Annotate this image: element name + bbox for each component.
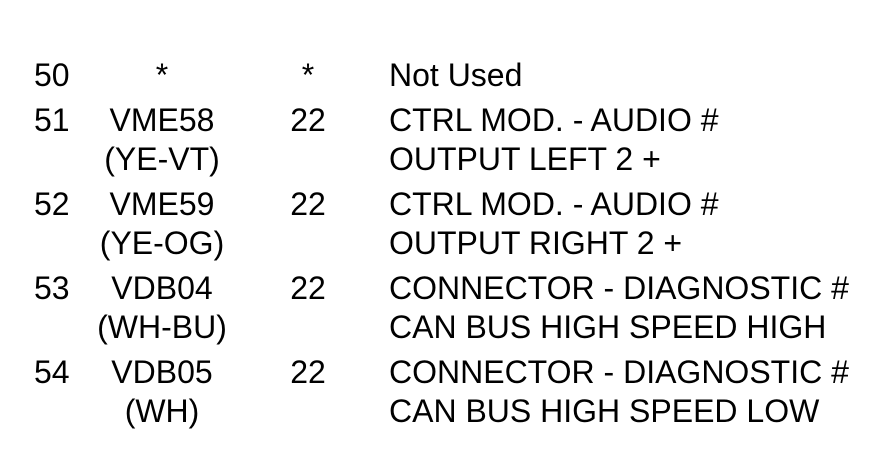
wire-code: VME58 [109,102,215,138]
description-line-2: CAN BUS HIGH SPEED HIGH [389,309,827,345]
pin-number: 54 [34,354,70,390]
wire-code: VDB04 [111,270,213,306]
table-row: 52 VME59 (YE-OG) 22 CTRL MOD. - AUDIO # … [34,185,874,263]
wire-code-cell: VME58 (YE-VT) [96,101,228,179]
wire-code-cell: VDB05 (WH) [96,353,228,431]
circuit-description: CONNECTOR - DIAGNOSTIC # CAN BUS HIGH SP… [388,353,874,431]
gauge-value: 22 [290,186,326,222]
description-line-1: Not Used [389,57,523,93]
circuit-description: CTRL MOD. - AUDIO # OUTPUT RIGHT 2 + [388,185,874,263]
table-row: 50 * * Not Used [34,56,874,95]
wire-code-cell: VDB04 (WH-BU) [96,269,228,347]
table-row: 53 VDB04 (WH-BU) 22 CONNECTOR - DIAGNOST… [34,269,874,347]
wire-color: (YE-VT) [104,141,220,177]
gauge-value: 22 [290,102,326,138]
wire-color: (YE-OG) [99,225,225,261]
description-line-1: CTRL MOD. - AUDIO # [389,102,719,138]
description-line-1: CONNECTOR - DIAGNOSTIC # [389,354,849,390]
description-line-2: OUTPUT RIGHT 2 + [389,225,683,261]
pin-number: 53 [34,270,70,306]
circuit-description: CTRL MOD. - AUDIO # OUTPUT LEFT 2 + [388,101,874,179]
gauge-value: * [301,57,315,93]
wire-code: VDB05 [111,354,213,390]
description-line-2: CAN BUS HIGH SPEED LOW [389,393,820,429]
description-line-2: OUTPUT LEFT 2 + [389,141,661,177]
table-row: 51 VME58 (YE-VT) 22 CTRL MOD. - AUDIO # … [34,101,874,179]
circuit-description: Not Used [388,56,874,95]
wire-code: * [155,57,169,93]
wire-code-cell: * [96,56,228,95]
circuit-description: CONNECTOR - DIAGNOSTIC # CAN BUS HIGH SP… [388,269,874,347]
gauge-value: 22 [290,354,326,390]
wire-code: VME59 [109,186,215,222]
table-row: 54 VDB05 (WH) 22 CONNECTOR - DIAGNOSTIC … [34,353,874,431]
wire-code-cell: VME59 (YE-OG) [96,185,228,263]
pin-number: 52 [34,186,70,222]
wire-color: (WH) [124,393,200,429]
wire-color: (WH-BU) [97,309,227,345]
gauge-value: 22 [290,270,326,306]
description-line-1: CONNECTOR - DIAGNOSTIC # [389,270,849,306]
pin-number: 51 [34,102,70,138]
description-line-1: CTRL MOD. - AUDIO # [389,186,719,222]
pin-number: 50 [34,57,70,93]
